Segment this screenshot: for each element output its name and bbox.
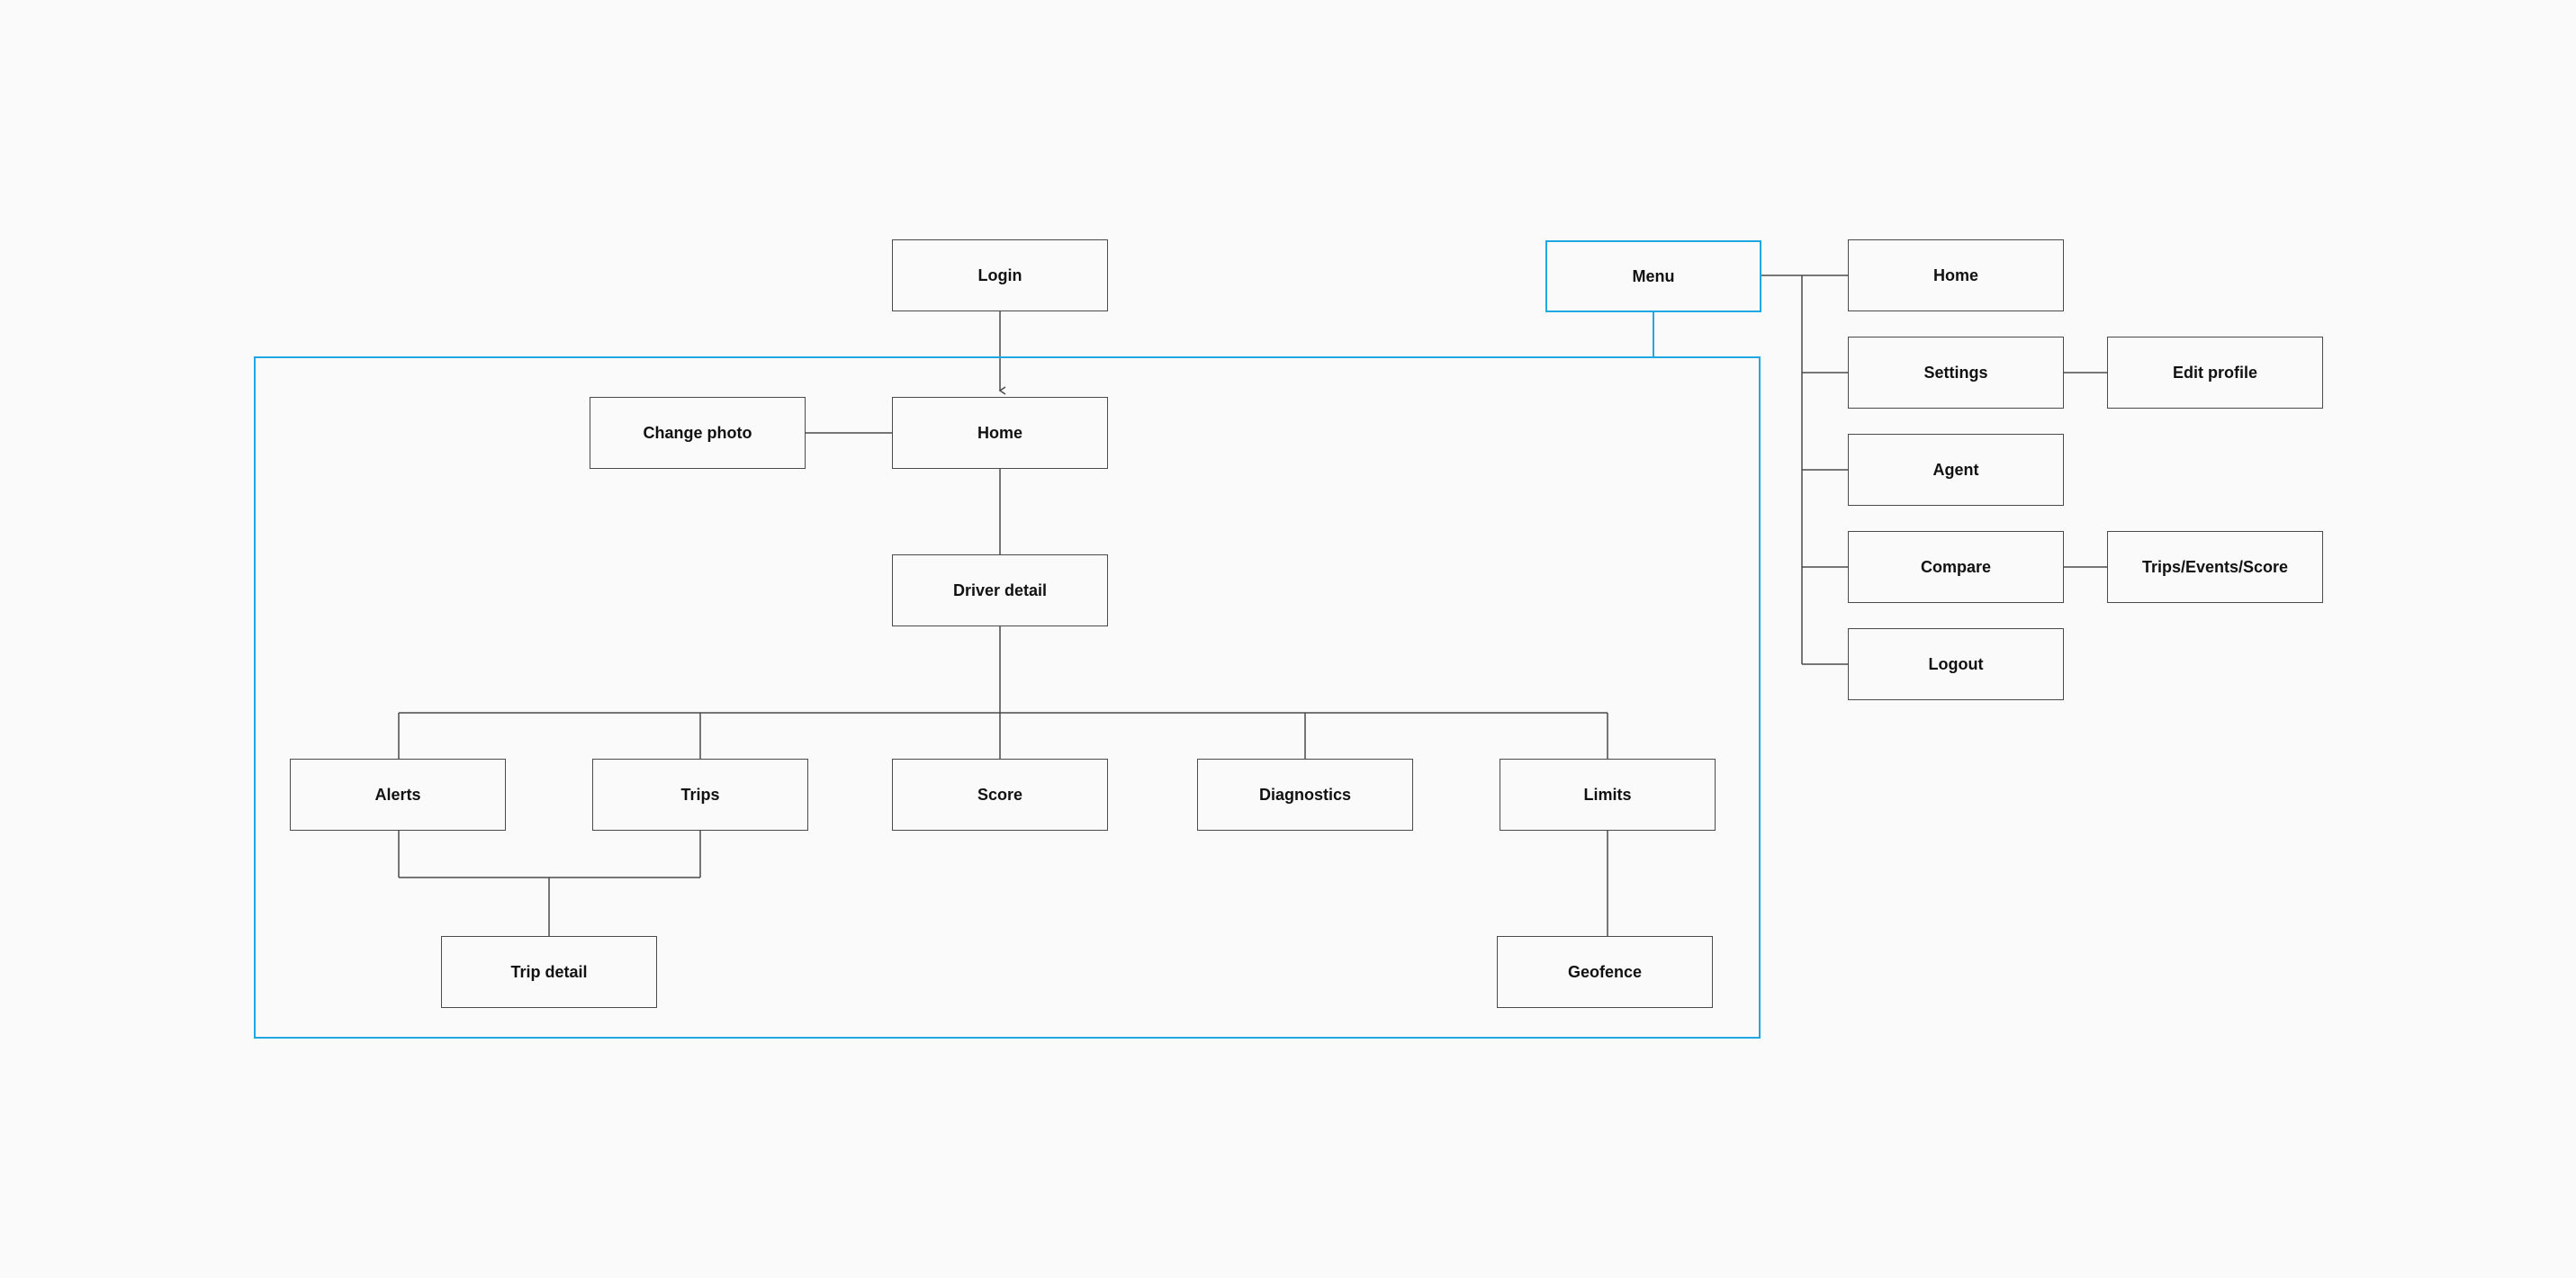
node-geofence-label: Geofence (1567, 962, 1643, 981)
node-trips[interactable]: Trips (592, 759, 808, 831)
node-settings-label: Settings (1923, 363, 1988, 382)
node-agent-label: Agent (1932, 460, 1979, 479)
node-change-photo-label: Change photo (643, 423, 752, 442)
node-edit-profile-label: Edit profile (2173, 363, 2257, 382)
node-menu[interactable]: Menu (1545, 240, 1761, 312)
node-change-photo[interactable]: Change photo (590, 397, 806, 469)
node-score[interactable]: Score (892, 759, 1108, 831)
node-limits[interactable]: Limits (1500, 759, 1716, 831)
main-app-group (254, 356, 1761, 1039)
node-diagnostics-label: Diagnostics (1258, 785, 1352, 804)
node-trip-detail[interactable]: Trip detail (441, 936, 657, 1008)
node-score-label: Score (977, 785, 1023, 804)
node-edit-profile[interactable]: Edit profile (2107, 337, 2323, 409)
node-menu-home[interactable]: Home (1848, 239, 2064, 311)
node-logout-label: Logout (1928, 654, 1984, 673)
node-home-label: Home (977, 423, 1022, 442)
node-trips-label: Trips (680, 785, 720, 804)
node-alerts-label: Alerts (374, 785, 421, 804)
node-settings[interactable]: Settings (1848, 337, 2064, 409)
node-login-label: Login (977, 266, 1022, 284)
node-logout[interactable]: Logout (1848, 628, 2064, 700)
node-trip-detail-label: Trip detail (510, 962, 588, 981)
node-menu-label: Menu (1632, 266, 1675, 285)
node-trips-events-score[interactable]: Trips/Events/Score (2107, 531, 2323, 603)
node-limits-label: Limits (1583, 785, 1632, 804)
node-menu-home-label: Home (1932, 266, 1978, 284)
node-diagnostics[interactable]: Diagnostics (1197, 759, 1413, 831)
node-driver-detail-label: Driver detail (952, 580, 1048, 599)
node-agent[interactable]: Agent (1848, 434, 2064, 506)
node-compare[interactable]: Compare (1848, 531, 2064, 603)
node-driver-detail[interactable]: Driver detail (892, 554, 1108, 626)
node-compare-label: Compare (1920, 557, 1992, 576)
node-home[interactable]: Home (892, 397, 1108, 469)
node-alerts[interactable]: Alerts (290, 759, 506, 831)
node-login[interactable]: Login (892, 239, 1108, 311)
node-geofence[interactable]: Geofence (1497, 936, 1713, 1008)
node-trips-events-score-label: Trips/Events/Score (2141, 557, 2289, 576)
